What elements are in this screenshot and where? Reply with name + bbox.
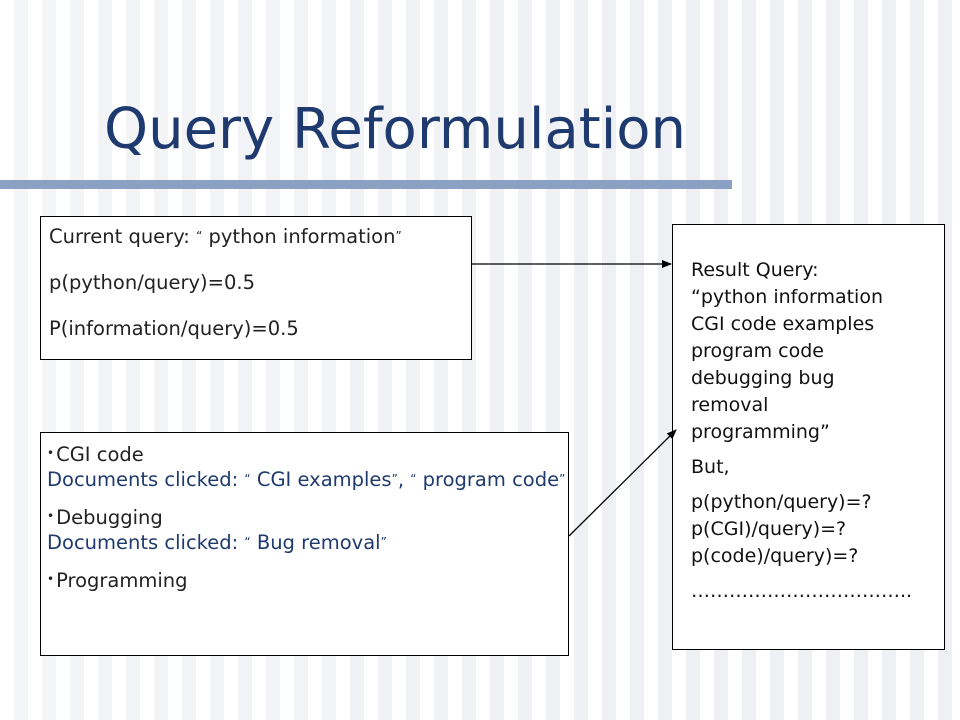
open-quote: “ xyxy=(244,535,251,549)
close-quote: ” xyxy=(559,472,566,486)
current-query-label: Current query: xyxy=(49,225,197,248)
probability-line: p(CGI)/query)=? xyxy=(691,518,847,540)
open-quote: “ xyxy=(244,472,251,486)
close-quote: ” xyxy=(380,535,387,549)
close-quote: ” xyxy=(391,472,398,486)
current-query-box: Current query: “ python information” p(p… xyxy=(40,216,472,360)
close-quote: ” xyxy=(395,229,402,243)
result-query-box: Result Query: “python information CGI co… xyxy=(672,224,945,650)
separator: , xyxy=(397,468,411,491)
bullet-icon: • xyxy=(47,509,55,523)
result-line: CGI code examples xyxy=(691,313,875,335)
bullet-icon: • xyxy=(47,572,55,586)
python-probability: p(python/query)=0.5 xyxy=(49,271,256,294)
current-query-text: python information xyxy=(202,225,396,248)
result-line: removal xyxy=(691,394,769,416)
open-quote: “ xyxy=(410,472,417,486)
clicked-documents-box: •CGI code Documents clicked: “ CGI examp… xyxy=(40,432,569,656)
open-quote: “ xyxy=(196,229,203,243)
result-query-paragraph: Result Query: “python information CGI co… xyxy=(691,257,944,446)
list-item-cgi-code: •CGI code Documents clicked: “ CGI examp… xyxy=(47,441,568,492)
current-query-line: Current query: “ python information” xyxy=(49,225,471,248)
clicked-doc-title: program code xyxy=(416,468,560,491)
item-detail: Documents clicked: “ CGI examples”, “ pr… xyxy=(47,467,568,492)
item-detail: Documents clicked: “ Bug removal” xyxy=(47,530,568,555)
bullet-icon: • xyxy=(47,446,55,460)
item-heading: Debugging xyxy=(56,506,163,529)
item-heading: Programming xyxy=(56,569,188,592)
clicked-doc-title: Bug removal xyxy=(250,531,381,554)
title-underline xyxy=(0,180,732,189)
clicked-doc-title: CGI examples xyxy=(250,468,392,491)
list-item-debugging: •Debugging Documents clicked: “ Bug remo… xyxy=(47,504,568,555)
detail-prefix: Documents clicked: xyxy=(47,531,245,554)
but-line: But, xyxy=(691,456,730,478)
result-line: debugging bug xyxy=(691,367,835,389)
ellipsis-line: …………………………….. xyxy=(691,580,913,602)
probability-line: p(code)/query)=? xyxy=(691,545,859,567)
list-item-programming: •Programming xyxy=(47,567,568,593)
probability-line: p(python/query)=? xyxy=(691,491,872,513)
slide-title: Query Reformulation xyxy=(104,97,687,162)
result-line: program code xyxy=(691,340,824,362)
probability-paragraph: p(python/query)=? p(CGI)/query)=? p(code… xyxy=(691,489,944,570)
detail-prefix: Documents clicked: xyxy=(47,468,245,491)
item-heading: CGI code xyxy=(56,443,144,466)
information-probability: P(information/query)=0.5 xyxy=(49,317,299,340)
result-line: “python information xyxy=(691,286,884,308)
result-line: programming” xyxy=(691,421,830,443)
result-line: Result Query: xyxy=(691,259,819,281)
